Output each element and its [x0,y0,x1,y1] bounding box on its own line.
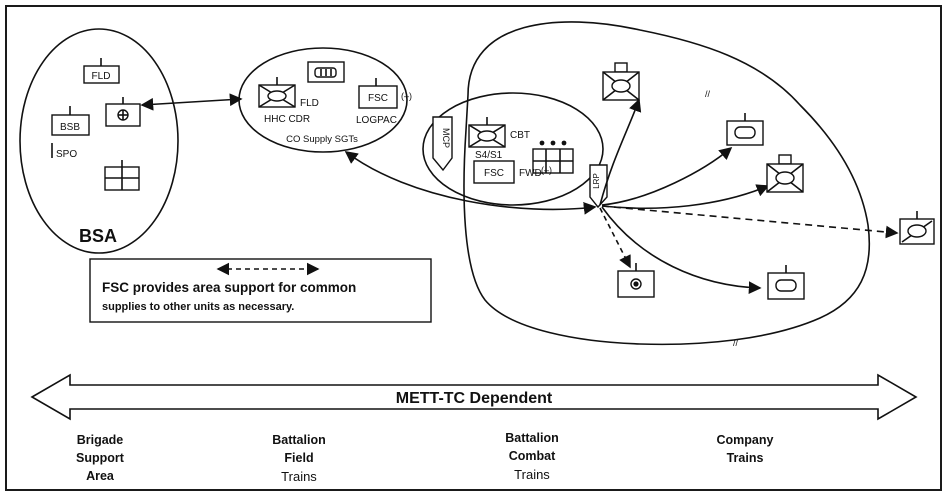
field-fsc-label: FSC [368,93,388,104]
bsa-spo-label: SPO [56,149,77,160]
company-unit-outer [899,211,935,245]
svg-text:Trains: Trains [727,451,764,465]
combat-fsc-label: FSC [484,168,504,179]
lrp-marker: LRP [589,164,608,209]
svg-text:Battalion: Battalion [505,431,558,445]
combat-mcp-label: MCP [441,128,451,148]
svg-text:Area: Area [86,469,115,483]
lrp-label: LRP [592,173,601,189]
legend-line-2: supplies to other units as necessary. [102,301,294,313]
column-combat-trains: Battalion Combat Trains [505,431,558,482]
combat-fwd-minus: (–) [541,165,552,175]
mett-tc-label: METT-TC Dependent [396,390,553,407]
combat-fwd-label: FWD [519,168,542,179]
field-logpac-label: LOGPAC [356,115,397,126]
combat-s4s1-label: S4/S1 [475,150,503,161]
svg-text:Battalion: Battalion [272,433,325,447]
field-supply-unit [307,61,345,83]
column-field-trains: Battalion Field Trains [272,433,325,484]
bsa-fld-label: FLD [92,71,111,82]
field-trains-ellipse [238,47,408,153]
svg-text:Combat: Combat [509,449,556,463]
svg-text://: // [733,338,739,348]
legend-line-1: FSC provides area support for common [102,280,356,295]
lrp-to-unit-5-arrow [601,206,762,295]
field-fsc-minus: (–) [401,91,412,101]
bsa-bsb-label: BSB [60,122,80,133]
column-bsa: Brigade Support Area [76,433,125,483]
combat-cbt-label: CBT [510,130,530,141]
svg-text:Support: Support [76,451,125,465]
company-unit-2 [726,113,764,146]
bsa-fld-unit: FLD [83,58,120,84]
field-hhc-cdr-label: HHC CDR [264,114,310,125]
column-company-trains: Company Trains [717,433,774,465]
company-unit-3 [766,154,804,193]
combat-fsc-unit: FSC FWD (–) [473,160,552,184]
lrp-to-unit-1-arrow [599,98,642,206]
bsa-medical-unit [105,97,141,127]
mett-tc-range-bar [30,373,918,421]
field-hhc-unit [258,77,296,108]
field-fld-label: FLD [300,98,319,109]
company-trains-boundary [463,21,871,346]
bsa-bsb-unit: BSB SPO [51,106,90,160]
bsa-field-trains-arrow [140,93,243,111]
legend-box: FSC provides area support for common sup… [89,258,432,323]
lrp-to-medical-arrow [599,207,631,269]
bsa-label: BSA [79,226,117,246]
diagram-frame [5,5,942,491]
company-unit-5 [767,265,805,300]
company-medical-unit [617,263,655,298]
combat-mcp-marker: MCP [432,116,453,172]
lrp-to-outer-unit-arrow [601,205,899,239]
svg-text:Trains: Trains [514,467,550,482]
svg-text:Company: Company [717,433,774,447]
svg-text:Trains: Trains [281,469,317,484]
bsa-ellipse [19,28,179,254]
svg-text:Brigade: Brigade [77,433,124,447]
field-fsc-unit: FSC (–) [358,78,412,109]
lrp-to-unit-3-arrow [601,184,770,209]
svg-text://: // [705,89,711,99]
company-unit-1 [602,62,640,101]
svg-text:Field: Field [284,451,313,465]
lrp-field-trains-arrow [344,151,597,215]
field-caption: CO Supply SGTs [286,134,358,145]
bsa-maintenance-unit [104,160,140,191]
combat-s4s1-unit [468,117,506,148]
lrp-to-unit-2-arrow [601,146,733,206]
